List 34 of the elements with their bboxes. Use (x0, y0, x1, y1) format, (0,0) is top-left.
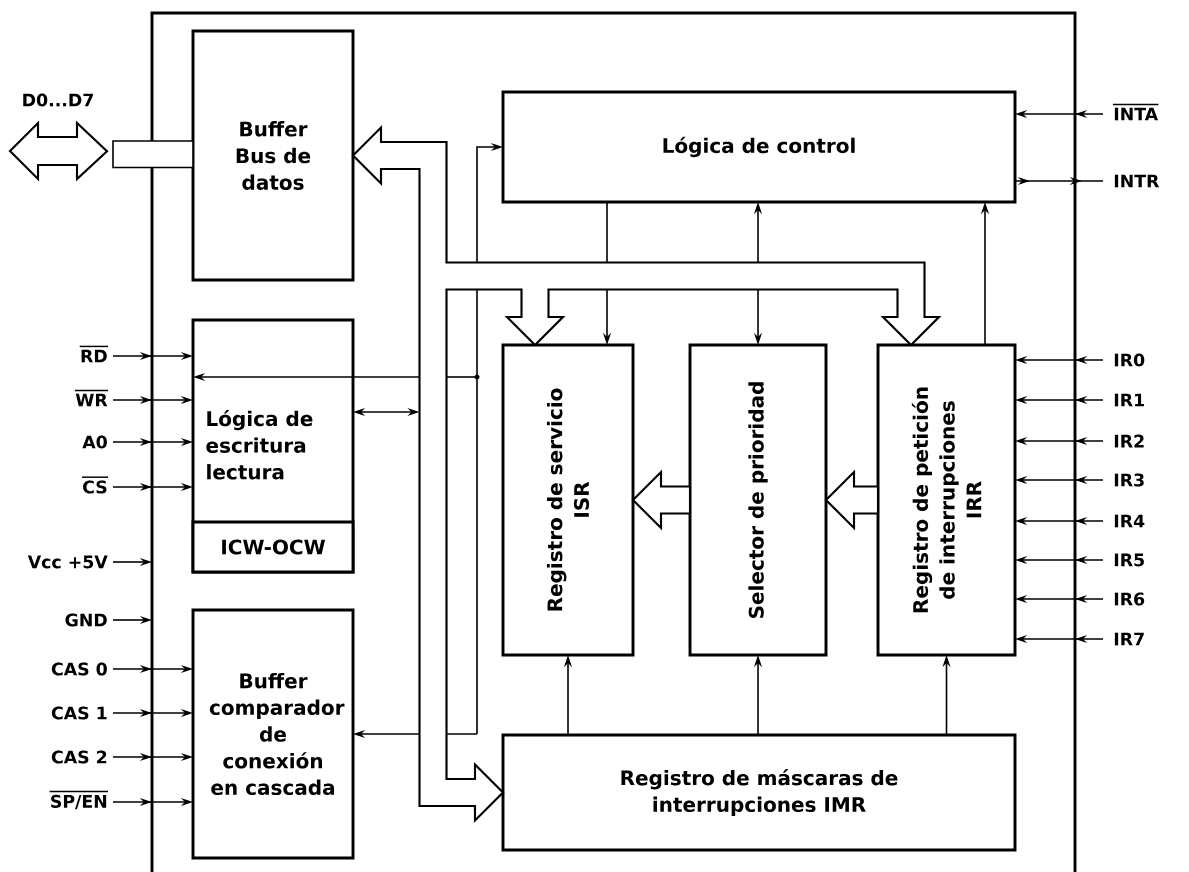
pin-label: IR6 (1114, 592, 1145, 606)
pin-label: IR0 (1114, 353, 1145, 367)
block-box: Buffer comparador de conexión en cascada (191, 608, 355, 860)
pin-label: SP/EN (48, 790, 109, 810)
block-box: Lógica de control (501, 90, 1017, 204)
block-box: Buffer Bus de datos (191, 29, 355, 282)
pin-label: INTA (1112, 103, 1160, 121)
bus-arrow (631, 469, 692, 531)
bus-arrow (824, 469, 880, 531)
pin-label: INTR (1114, 174, 1160, 188)
pin-label: A0 (82, 435, 107, 449)
block-box: Selector de prioridad (688, 343, 828, 657)
pin-label: CS (81, 476, 109, 494)
pin-label: CAS 2 (51, 750, 107, 764)
pin-label: IR5 (1114, 553, 1144, 567)
pin-label: IR2 (1114, 434, 1144, 448)
pin-label: Vcc +5V (27, 555, 108, 569)
block-box: Registro de petición de interrupciones IRR (876, 343, 1017, 657)
pin-label: CAS 1 (51, 706, 107, 720)
pin-label: IR4 (1114, 514, 1145, 528)
pin-label: CAS 0 (51, 662, 107, 676)
pin-label: IR1 (1114, 393, 1144, 407)
bus-bar (112, 140, 194, 169)
bus-label: D0...D7 (23, 93, 93, 107)
bus-arrow (8, 120, 109, 182)
block-box: ICW-OCW (191, 520, 355, 574)
pin-label: WR (74, 389, 109, 407)
pin-label: IR3 (1114, 473, 1144, 487)
pin-label: RD (79, 345, 109, 363)
pin-label: GND (65, 613, 107, 627)
block-box: Registro de máscaras de interrupciones IMR (501, 733, 1017, 852)
pin-label: IR7 (1114, 632, 1144, 646)
block-box: Registro de servicio ISR (501, 343, 635, 657)
bus-arrow (351, 124, 942, 824)
